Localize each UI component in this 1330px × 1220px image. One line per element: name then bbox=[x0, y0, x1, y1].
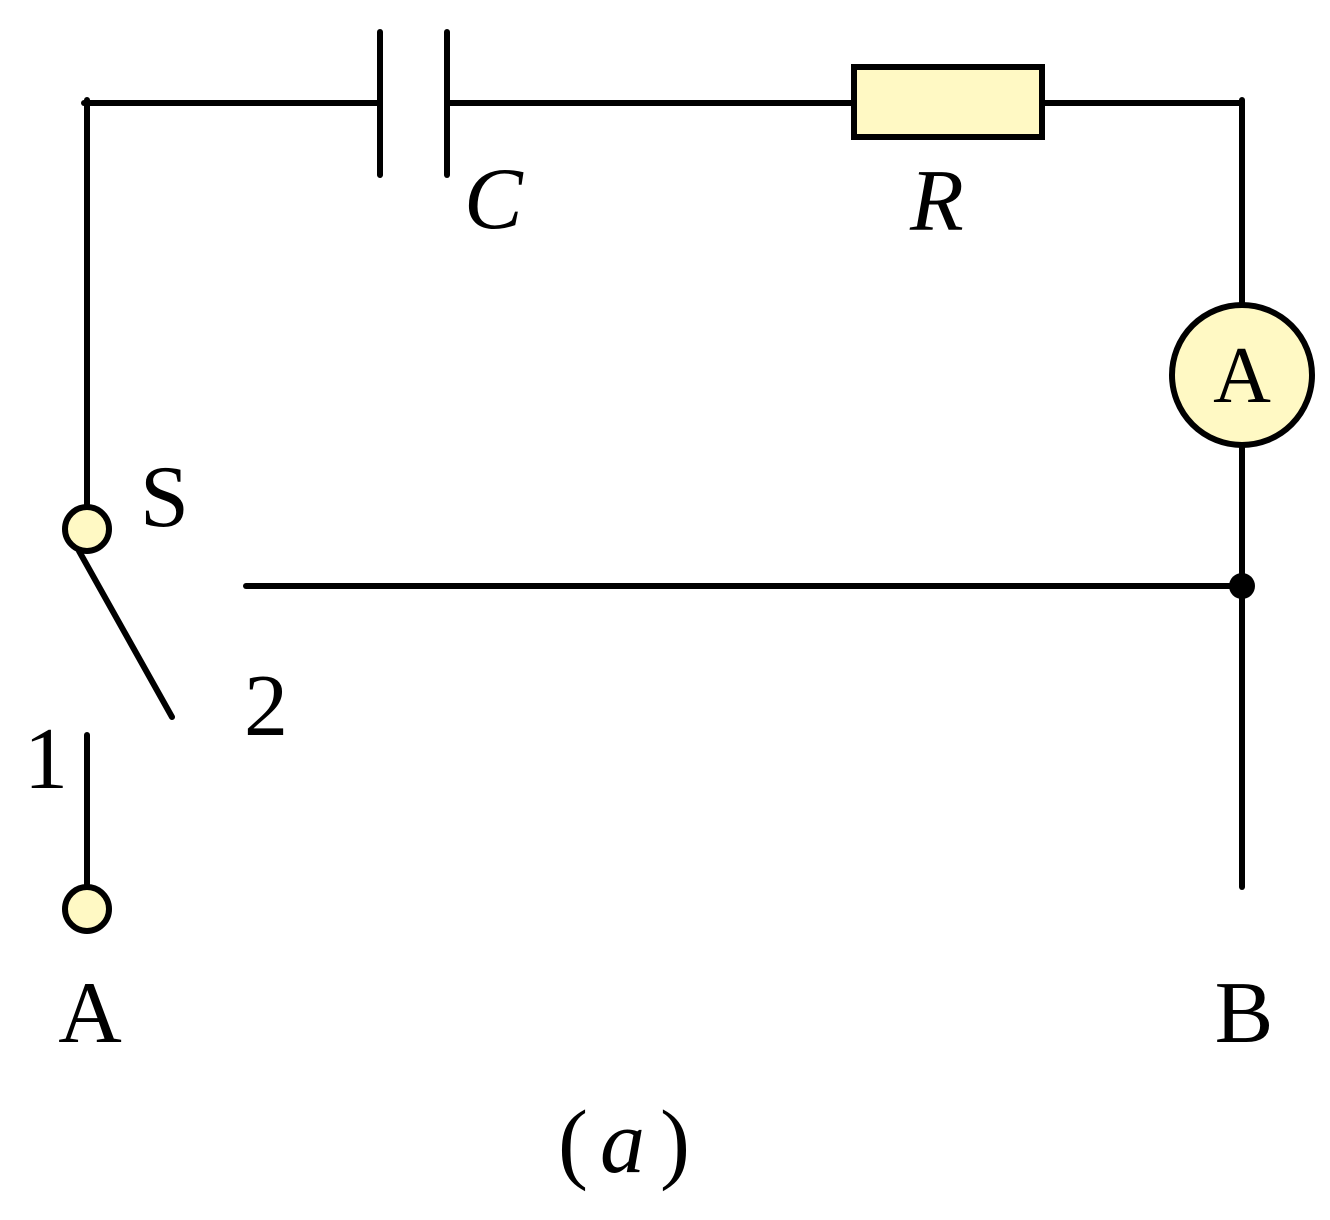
contact-2-label: 2 bbox=[244, 658, 288, 755]
switch-blade bbox=[76, 548, 175, 720]
ammeter: A bbox=[1169, 302, 1315, 448]
terminal-a-label: A bbox=[58, 965, 122, 1062]
caption-text: a bbox=[600, 1093, 645, 1192]
caption-paren-open: ( bbox=[558, 1093, 588, 1192]
switch-label: S bbox=[140, 449, 189, 546]
resistor bbox=[851, 64, 1045, 140]
terminal-b-label: B bbox=[1215, 965, 1274, 1062]
capacitor bbox=[377, 29, 450, 178]
switch-pivot-terminal bbox=[62, 504, 112, 554]
contact-1-label: 1 bbox=[24, 711, 68, 808]
caption-paren-close: ) bbox=[660, 1093, 690, 1192]
ammeter-label: A bbox=[1213, 332, 1271, 420]
resistor-label: R bbox=[909, 153, 964, 250]
capacitor-label: C bbox=[464, 151, 524, 248]
caption: ( a ) bbox=[558, 1093, 690, 1192]
terminal-a-circle bbox=[62, 884, 112, 934]
